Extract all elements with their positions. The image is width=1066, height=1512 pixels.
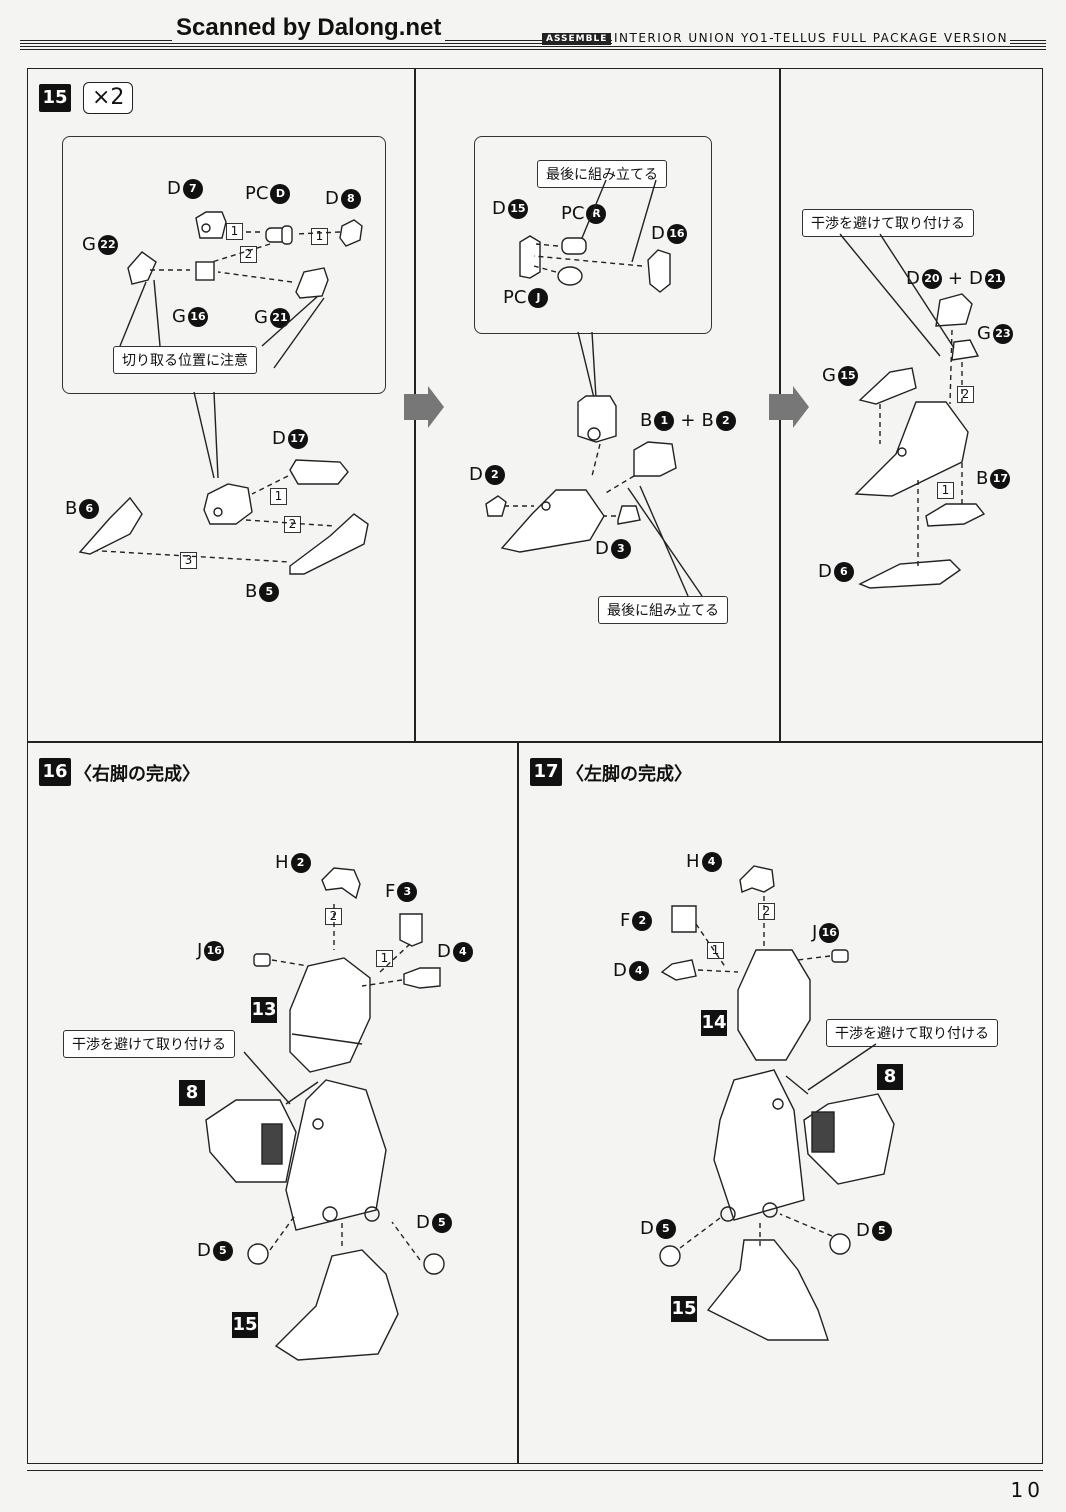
callout-number: 15 [232, 1312, 258, 1338]
detail-box [62, 136, 386, 394]
divider [517, 741, 519, 1464]
callout-number: 14 [701, 1010, 727, 1036]
callout-number: 15 [671, 1296, 697, 1322]
step-title: 〈右脚の完成〉 [74, 764, 200, 785]
note-assemble-last: 最後に組み立てる [537, 160, 667, 188]
step-number: 17 [530, 758, 562, 786]
substep-marker: 1 [270, 488, 287, 505]
note-cut-position: 切り取る位置に注意 [113, 346, 257, 374]
step-number: 16 [39, 758, 71, 786]
divider [27, 741, 1043, 743]
step-number: 15 [39, 84, 71, 112]
note-avoid-interference: 干渉を避けて取り付ける [63, 1030, 235, 1058]
scan-credit: Scanned by Dalong.net [172, 14, 446, 42]
note-avoid-interference: 干渉を避けて取り付ける [826, 1019, 998, 1047]
callout-number: 13 [251, 997, 277, 1023]
substep-marker: 2 [284, 516, 301, 533]
substep-marker: 1 [376, 950, 393, 967]
callout-number: 8 [877, 1064, 903, 1090]
substep-marker: 2 [758, 903, 775, 920]
page-frame [27, 68, 1043, 1464]
callout-number: 8 [179, 1080, 205, 1106]
substep-marker: 2 [240, 246, 257, 263]
substep-marker: 1 [707, 942, 724, 959]
page-number: 10 [1010, 1478, 1044, 1502]
header-rule [20, 40, 1046, 54]
detail-box [474, 136, 712, 334]
substep-marker: 1 [311, 228, 328, 245]
note-assemble-last: 最後に組み立てる [598, 596, 728, 624]
substep-marker: 1 [226, 223, 243, 240]
multiplier-badge: ×2 [83, 82, 134, 114]
step-title: 〈左脚の完成〉 [566, 764, 692, 785]
substep-marker: 2 [957, 386, 974, 403]
assemble-tag: ASSEMBLE [542, 33, 612, 45]
substep-marker: 1 [937, 482, 954, 499]
product-title: INTERIOR UNION YO1-TELLUS FULL PACKAGE V… [612, 31, 1011, 45]
footer-rule [27, 1470, 1043, 1471]
note-avoid-interference: 干渉を避けて取り付ける [802, 209, 974, 237]
